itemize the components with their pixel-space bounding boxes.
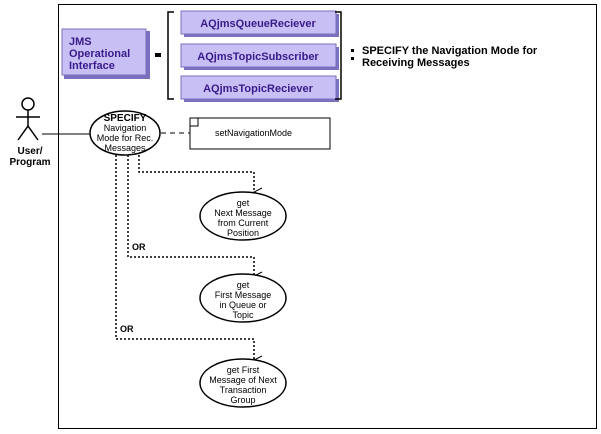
option-connector-next bbox=[138, 155, 254, 192]
main-usecase-line1: SPECIFY bbox=[104, 113, 147, 124]
actor-icon bbox=[16, 97, 40, 141]
diagram-title-line2: Receiving Messages bbox=[362, 57, 470, 69]
diagram-frame bbox=[58, 4, 597, 429]
interface-box-line2: Operational bbox=[69, 48, 130, 60]
class-box-topic-reciever: AQjmsTopicReciever bbox=[180, 75, 339, 102]
interface-box-line1: JMS bbox=[69, 36, 92, 48]
interface-connector bbox=[155, 53, 161, 57]
main-usecase: SPECIFY Navigation Mode for Rec. Message… bbox=[89, 110, 161, 156]
method-note: setNavigationMode bbox=[189, 117, 331, 150]
option-line2: Next Message bbox=[214, 208, 272, 218]
class-box-queue-reciever: AQjmsQueueReciever bbox=[180, 10, 339, 37]
option-line3: Transaction bbox=[220, 385, 267, 395]
option-line1: get First bbox=[227, 365, 260, 375]
colon-mark-top bbox=[351, 49, 354, 52]
option-line2: Message of Next bbox=[209, 375, 277, 385]
main-usecase-line2: Navigation bbox=[104, 123, 147, 133]
actor-label-line2: Program bbox=[9, 157, 50, 168]
option-line2: First Message bbox=[215, 290, 272, 300]
option-line4: Topic bbox=[232, 310, 254, 320]
option-line3: from Current bbox=[218, 218, 269, 228]
left-bracket bbox=[167, 11, 174, 100]
or-label: OR bbox=[120, 324, 134, 334]
interface-box-line3: Interface bbox=[69, 60, 115, 72]
method-note-text: setNavigationMode bbox=[215, 128, 292, 138]
or-label: OR bbox=[132, 242, 146, 252]
option-line4: Position bbox=[227, 228, 259, 238]
option-line3: in Queue or bbox=[219, 300, 266, 310]
option-line1: get bbox=[237, 198, 250, 208]
option-connector-transaction bbox=[115, 155, 254, 360]
option-line4: Group bbox=[230, 395, 255, 405]
colon-mark-bottom bbox=[351, 57, 354, 60]
class-box-label: AQjmsTopicSubscriber bbox=[197, 51, 319, 63]
option-usecase-next-message: get Next Message from Current Position bbox=[199, 191, 287, 241]
diagram-title-line1: SPECIFY the Navigation Mode for bbox=[362, 45, 538, 57]
actor-label-line1: User/ bbox=[17, 146, 42, 157]
option-connector-first bbox=[127, 155, 254, 276]
option-usecase-next-transaction: get First Message of Next Transaction Gr… bbox=[199, 358, 287, 408]
class-box-label: AQjmsQueueReciever bbox=[200, 18, 316, 30]
class-box-label: AQjmsTopicReciever bbox=[203, 83, 314, 95]
interface-box: JMS Operational Interface bbox=[61, 28, 150, 79]
class-box-topic-subscriber: AQjmsTopicSubscriber bbox=[180, 43, 339, 70]
main-usecase-line4: Messages bbox=[104, 143, 146, 153]
main-usecase-line3: Mode for Rec. bbox=[97, 133, 154, 143]
option-usecase-first-message: get First Message in Queue or Topic bbox=[199, 273, 287, 323]
right-bracket bbox=[335, 11, 342, 100]
option-line1: get bbox=[237, 280, 250, 290]
